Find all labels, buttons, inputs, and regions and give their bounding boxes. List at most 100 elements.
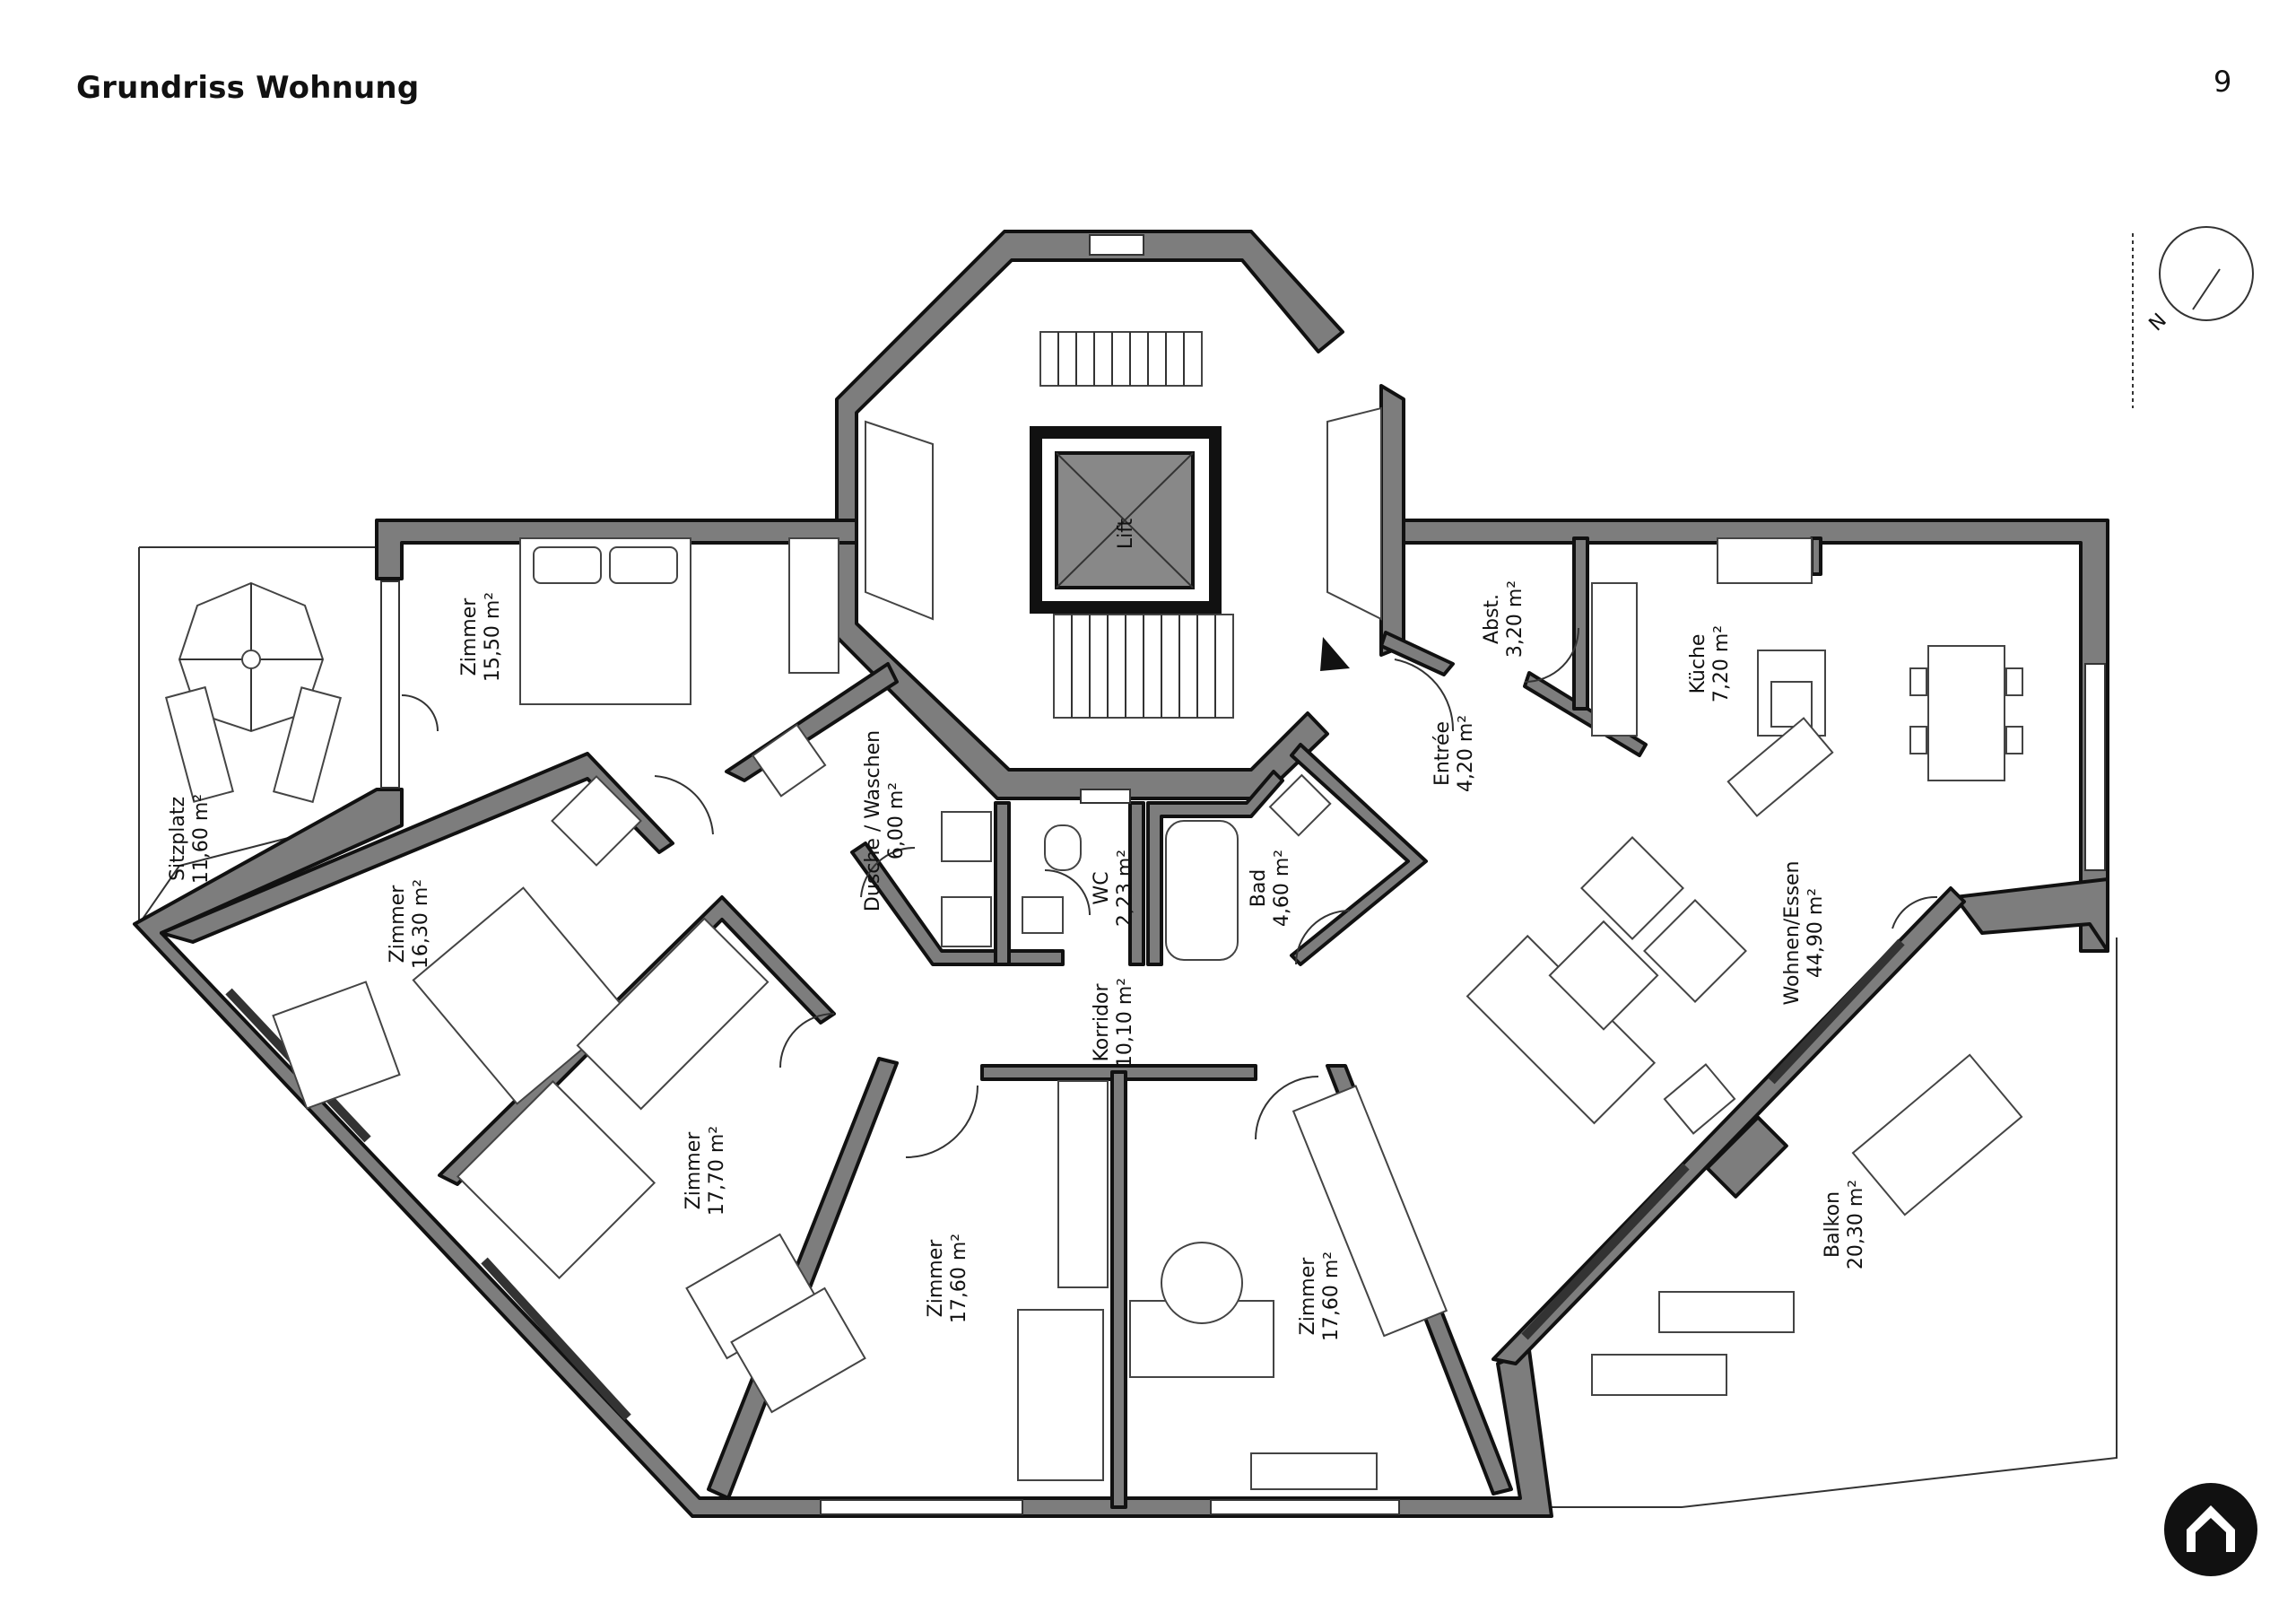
room-area: 2,23 m²: [1114, 850, 1136, 927]
wall-wc: [994, 801, 1145, 966]
door-entree: [1394, 658, 1455, 732]
door-bedroom3: [905, 1085, 978, 1158]
wall-kitchen-bottom: [1810, 536, 1822, 576]
company-logo: [2164, 1483, 2257, 1576]
door-wc: [1044, 869, 1091, 916]
outer-wall-left-lower: [133, 788, 1553, 1518]
chair-4: [2005, 726, 2023, 754]
room-label: WC2,23 m²: [1091, 850, 1136, 927]
room-area: 17,60 m²: [948, 1234, 970, 1323]
room-label: Abst.3,20 m²: [1481, 580, 1526, 658]
bathtub: [1165, 820, 1239, 961]
room-area: 16,30 m²: [410, 879, 432, 969]
room-name: Sitzplatz: [167, 797, 189, 881]
window-left-diag2: [481, 1257, 631, 1421]
shelf-bedroom5: [1250, 1452, 1378, 1490]
bed-bedroom2: [412, 886, 629, 1105]
wall-dusche: [850, 842, 1065, 966]
room-label: Dusche / Waschen6,00 m²: [862, 730, 908, 911]
sink-wc: [1022, 896, 1064, 934]
room-name: Bad: [1248, 869, 1270, 908]
landing-left: [865, 420, 934, 621]
door-sitzplatz: [401, 694, 439, 732]
room-name: Abst.: [1481, 594, 1503, 644]
outer-wall-left: [375, 519, 858, 580]
washer: [941, 811, 992, 862]
room-name: Entrée: [1431, 721, 1454, 786]
room-label: Korridor10,10 m²: [1091, 978, 1136, 1068]
room-name: Zimmer: [387, 885, 409, 964]
room-area: 10,10 m²: [1114, 978, 1136, 1068]
room-label: Wohnen/Essen44,90 m²: [1781, 860, 1827, 1005]
window-right: [2084, 663, 2106, 871]
window-sitzplatz-door: [380, 580, 400, 789]
fireplace: [1663, 1063, 1736, 1135]
room-name: Zimmer: [458, 597, 481, 676]
room-label: Zimmer17,70 m²: [683, 1126, 728, 1216]
room-area: 44,90 m²: [1805, 888, 1827, 978]
armchair-2: [1643, 899, 1747, 1003]
umbrella-table: [178, 581, 325, 733]
window-balcony-diag: [1521, 1163, 1690, 1340]
wall-bad: [1146, 770, 1284, 966]
lift-label: Lift: [1115, 518, 1137, 549]
lounger-2: [1591, 1354, 1727, 1396]
shower: [751, 723, 827, 798]
window-top-octagon: [1089, 234, 1144, 256]
room-name: Balkon: [1822, 1191, 1844, 1258]
armchair-1: [1580, 836, 1684, 940]
north-indicator: [2132, 226, 2254, 408]
kitchen-counter-left: [1591, 582, 1638, 737]
window-balcony-diag2: [1768, 938, 1905, 1085]
wall-bedroom1-bottom: [160, 752, 674, 944]
outer-wall-right: [1402, 519, 2109, 953]
room-label: Bad4,60 m²: [1248, 850, 1293, 927]
door-bedroom2: [779, 1013, 835, 1068]
entrance-arrow: [1320, 637, 1350, 671]
room-name: Küche: [1687, 634, 1709, 694]
stairs-lower: [1053, 614, 1234, 719]
door-balkon: [1892, 895, 1938, 929]
sink-bad: [1268, 773, 1332, 837]
wardrobe-bedroom2: [551, 775, 642, 867]
round-table-bedroom5: [1161, 1242, 1243, 1324]
door-bad: [1295, 910, 1351, 965]
chair-1: [1909, 667, 1927, 696]
room-label: Balkon20,30 m²: [1822, 1180, 1867, 1269]
lounger-1: [1658, 1291, 1795, 1333]
balcony-table: [1851, 1053, 2023, 1216]
window-bottom-left: [820, 1499, 1023, 1515]
room-name: Korridor: [1091, 983, 1113, 1062]
room-area: 20,30 m²: [1845, 1180, 1867, 1269]
wall-abst-vert: [1572, 536, 1589, 711]
stair-right-wall: [1379, 384, 1405, 657]
room-area: 17,70 m²: [706, 1126, 728, 1216]
desk2-bedroom3: [730, 1286, 866, 1414]
bench-left: [164, 685, 234, 803]
wall-bedroom-divider: [1110, 1070, 1127, 1509]
room-label: Zimmer16,30 m²: [387, 879, 432, 969]
wardrobe-bedroom3: [576, 917, 770, 1111]
room-label: Zimmer17,60 m²: [925, 1234, 970, 1323]
room-area: 7,20 m²: [1710, 625, 1733, 702]
room-label: Küche7,20 m²: [1687, 625, 1733, 702]
chimney: [1705, 1115, 1788, 1199]
room-label: Sitzplatz11,60 m²: [167, 794, 213, 884]
room-area: 17,60 m²: [1320, 1251, 1343, 1341]
room-name: Wohnen/Essen: [1781, 860, 1804, 1005]
desk-bedroom2: [272, 981, 401, 1110]
room-name: Zimmer: [1297, 1257, 1319, 1336]
north-label: N: [2145, 310, 2171, 336]
kitchen-island-diag: [1726, 717, 1834, 817]
chair-2: [1909, 726, 1927, 754]
toilet: [1044, 824, 1082, 871]
room-area: 6,00 m²: [885, 782, 908, 859]
page-number: 9: [2213, 65, 2232, 99]
room-label: Entrée4,20 m²: [1431, 715, 1477, 792]
page-title: Grundriss Wohnung: [76, 70, 420, 106]
door-bedroom1: [654, 775, 714, 835]
room-label: Zimmer15,50 m²: [458, 592, 504, 682]
door-bedroom4: [1255, 1076, 1319, 1140]
